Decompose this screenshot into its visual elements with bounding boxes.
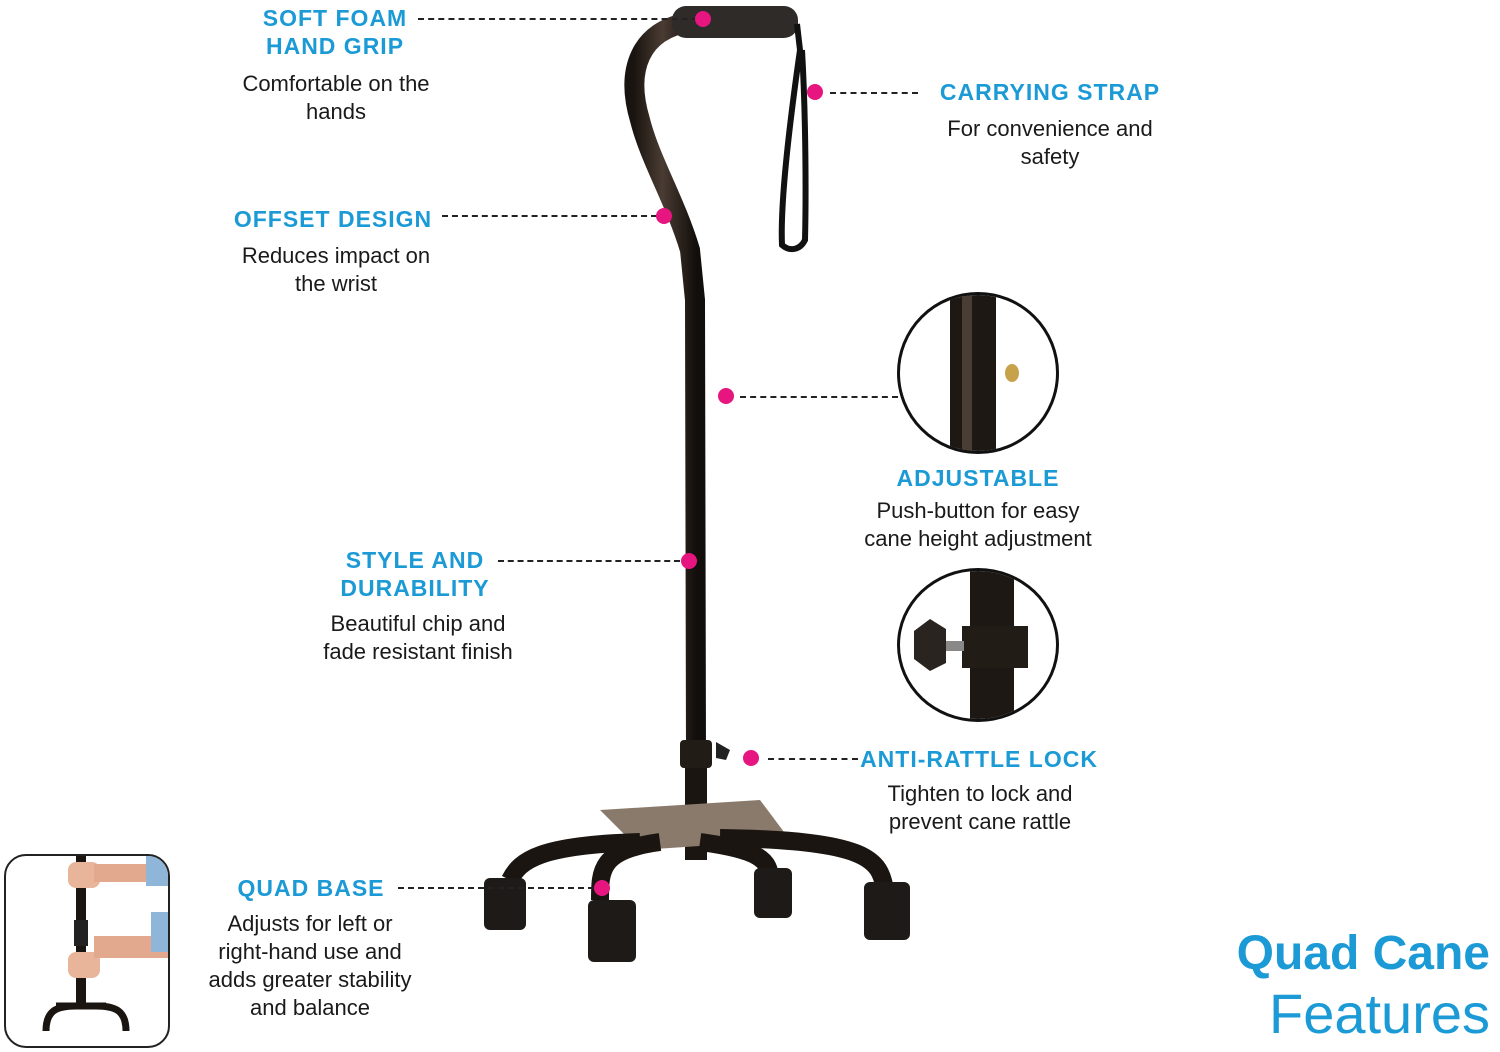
feature-title-quad-base: QUAD BASE — [226, 874, 396, 902]
desc-line: Reduces impact on — [241, 243, 431, 268]
title-line: ANTI-RATTLE LOCK — [860, 746, 1098, 772]
desc-line: Beautiful chip and — [330, 611, 506, 636]
anti-rattle-detail-image — [897, 568, 1059, 722]
title-line: CARRYING STRAP — [939, 79, 1161, 105]
desc-line: safety — [1020, 144, 1080, 169]
desc-line: fade resistant finish — [323, 639, 513, 664]
title-line: STYLE AND — [345, 547, 485, 573]
title-line: SOFT FOAM — [262, 5, 408, 31]
marker-dot — [656, 208, 672, 224]
marker-dot — [718, 388, 734, 404]
desc-line: Push-button for easy — [876, 498, 1080, 523]
feature-desc-adjustable: Push-button for easy cane height adjustm… — [828, 497, 1128, 553]
title-line: ADJUSTABLE — [896, 465, 1060, 491]
feature-desc-quad-base: Adjusts for left or right-hand use and a… — [180, 910, 440, 1022]
heading-line-2: Features — [1269, 982, 1490, 1045]
desc-line: Tighten to lock and — [887, 781, 1073, 806]
feature-title-carrying-strap: CARRYING STRAP — [920, 78, 1180, 106]
feature-desc-anti-rattle: Tighten to lock and prevent cane rattle — [840, 780, 1120, 836]
leader-style — [498, 560, 680, 562]
desc-line: For convenience and — [947, 116, 1153, 141]
title-line: OFFSET DESIGN — [233, 206, 433, 232]
desc-line: and balance — [250, 995, 370, 1020]
desc-line: Comfortable on the — [242, 71, 430, 96]
feature-desc-carrying-strap: For convenience and safety — [910, 115, 1190, 171]
usage-inset-image — [4, 854, 170, 1048]
desc-line: Adjusts for left or — [227, 911, 393, 936]
title-line: QUAD BASE — [237, 875, 385, 901]
adjustable-detail-image — [897, 292, 1059, 454]
feature-title-adjustable: ADJUSTABLE — [870, 464, 1086, 492]
leader-offset-design — [442, 215, 657, 217]
marker-dot — [594, 880, 610, 896]
feature-desc-style: Beautiful chip and fade resistant finish — [288, 610, 548, 666]
title-line: DURABILITY — [340, 575, 490, 601]
feature-title-anti-rattle: ANTI-RATTLE LOCK — [856, 745, 1102, 773]
leader-adjustable — [740, 396, 898, 398]
desc-line: hands — [306, 99, 366, 124]
feature-title-soft-foam: SOFT FOAM HAND GRIP — [230, 4, 440, 60]
feature-desc-soft-foam: Comfortable on the hands — [196, 70, 476, 126]
desc-line: right-hand use and — [218, 939, 402, 964]
leader-carrying-strap — [830, 92, 918, 94]
marker-dot — [743, 750, 759, 766]
heading-line-1: Quad Cane — [1236, 927, 1490, 980]
desc-line: prevent cane rattle — [888, 809, 1072, 834]
feature-desc-offset-design: Reduces impact on the wrist — [196, 242, 476, 298]
leader-soft-foam — [418, 18, 698, 20]
desc-line: the wrist — [295, 271, 377, 296]
marker-dot — [807, 84, 823, 100]
feature-title-offset-design: OFFSET DESIGN — [220, 205, 446, 233]
marker-dot — [681, 553, 697, 569]
feature-title-style: STYLE AND DURABILITY — [320, 546, 510, 602]
marker-dot — [695, 11, 711, 27]
title-line: HAND GRIP — [265, 33, 405, 59]
desc-line: cane height adjustment — [864, 526, 1092, 551]
leader-anti-rattle — [768, 758, 858, 760]
desc-line: adds greater stability — [208, 967, 412, 992]
leader-quad-base — [398, 887, 594, 889]
